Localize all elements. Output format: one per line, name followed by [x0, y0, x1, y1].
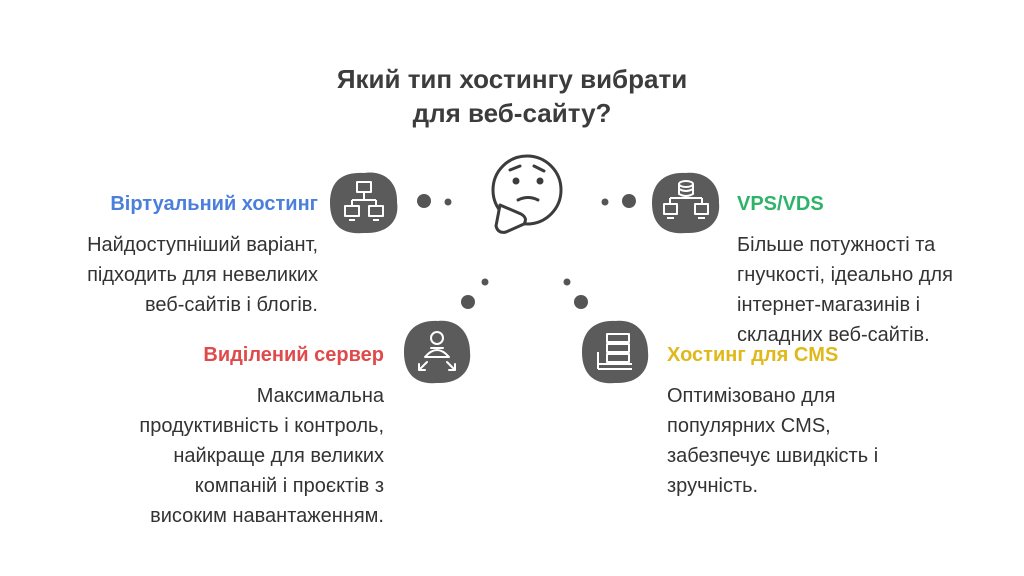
description-line: популярних CMS, [667, 415, 831, 437]
description-line: складних веб-сайтів. [737, 324, 930, 346]
description-line: веб-сайтів і блогів. [145, 294, 318, 316]
description-line: гнучкості, ідеально для [737, 264, 953, 286]
description-line: забезпечує швидкість і [667, 445, 879, 467]
description-line: Найдоступніший варіант, [87, 234, 318, 256]
network-computers-icon [330, 172, 398, 234]
virtual-hosting-label: Віртуальний хостинг [110, 193, 318, 215]
description-line: високим навантаженням. [150, 505, 384, 527]
description-line: Більше потужності та [737, 234, 936, 256]
description-line: компаній і проєктів з [194, 475, 384, 497]
server-rack-icon [582, 320, 649, 384]
description-line: Максимальна [256, 385, 384, 407]
database-network-icon [652, 172, 720, 234]
person-expand-icon [404, 320, 471, 384]
title-line-2: для веб-сайту? [412, 98, 612, 128]
virtual-hosting-description: Найдоступніший варіант, підходить для не… [87, 230, 318, 320]
title-line-1: Який тип хостингу вибрати [336, 64, 688, 94]
cms-hosting-description: Оптимізовано для популярних CMS, забезпе… [667, 381, 878, 501]
description-line: інтернет-магазинів і [737, 294, 921, 316]
cms-hosting-label: Хостинг для CMS [667, 344, 839, 366]
description-line: продуктивність і контроль, [139, 415, 384, 437]
connector-dots [417, 194, 636, 309]
description-line: Оптимізовано для [667, 385, 836, 407]
description-line: підходить для невеликих [87, 264, 318, 286]
diagram-title: Який тип хостингу вибрати для веб-сайту? [0, 62, 1024, 130]
description-line: найкраще для великих [173, 445, 384, 467]
vps-vds-label: VPS/VDS [737, 193, 824, 215]
dedicated-server-description: Максимальна продуктивність і контроль, н… [139, 381, 384, 531]
thinking-face-icon [491, 154, 563, 234]
description-line: зручність. [667, 475, 759, 497]
dedicated-server-label: Виділений сервер [203, 344, 384, 366]
vps-vds-description: Більше потужності та гнучкості, ідеально… [737, 230, 953, 350]
